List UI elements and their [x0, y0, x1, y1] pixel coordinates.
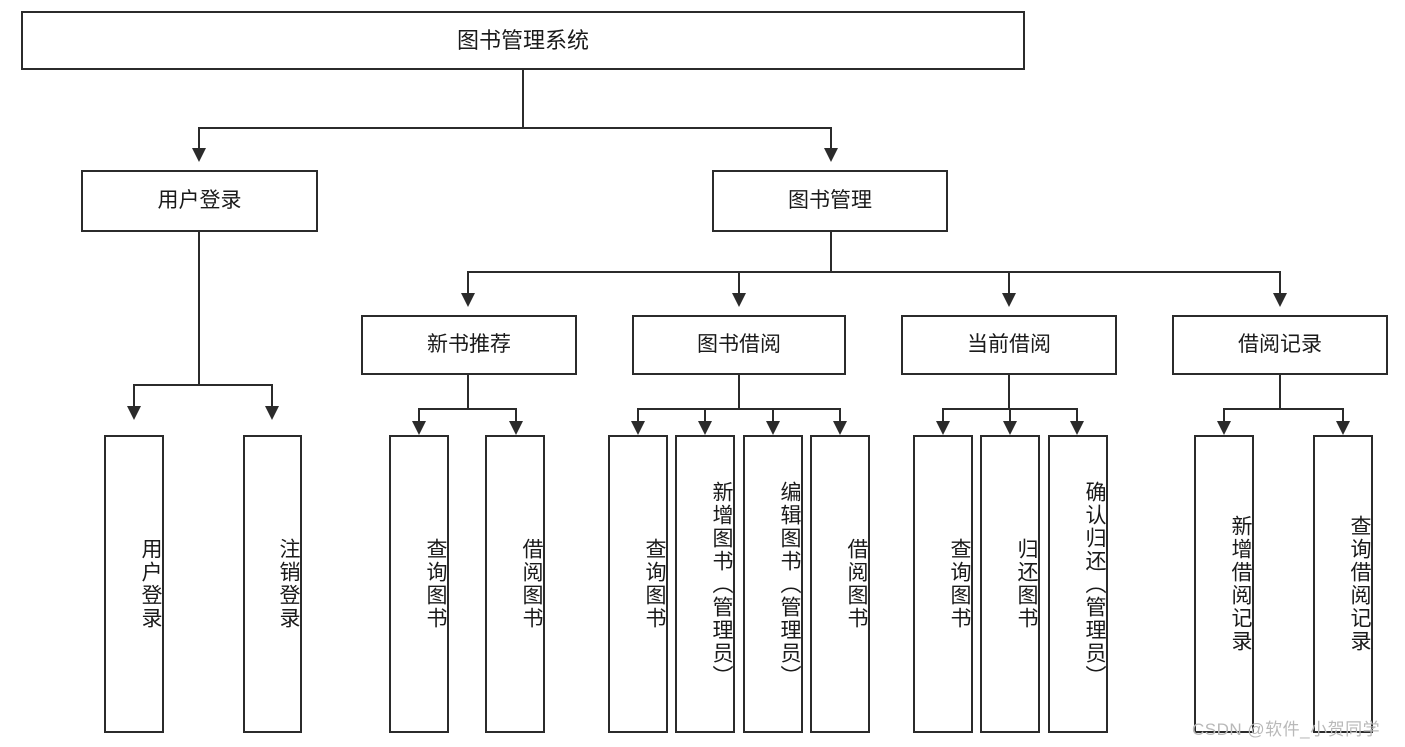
node-leaf-br-query-record-label: 查询借阅记录	[1348, 515, 1371, 653]
arrowhead-rec-borrow-book	[509, 421, 523, 435]
arrowhead-leaf-user-login	[127, 406, 141, 420]
node-leaf-rec-borrow-book[interactable]: 借阅图书	[485, 435, 545, 733]
connector-book-manage-trunk	[830, 232, 832, 272]
arrowhead-book-manage	[824, 148, 838, 162]
arrowhead-borrow-record	[1273, 293, 1287, 307]
connector-user-login-right	[271, 384, 273, 406]
node-current-borrow-label: 当前借阅	[967, 332, 1051, 356]
arrowhead-bb-add-book	[698, 421, 712, 435]
node-leaf-bb-query-book-label: 查询图书	[643, 538, 666, 630]
arrowhead-cb-query-book	[936, 421, 950, 435]
node-book-manage[interactable]: 图书管理	[712, 170, 948, 232]
node-leaf-br-add-record[interactable]: 新增借阅记录	[1194, 435, 1254, 733]
node-leaf-rec-query-book[interactable]: 查询图书	[389, 435, 449, 733]
arrowhead-br-add-record	[1217, 421, 1231, 435]
arrowhead-leaf-user-logout	[265, 406, 279, 420]
connector-root-to-book-manage	[830, 127, 832, 149]
arrowhead-new-book-rec	[461, 293, 475, 307]
arrowhead-cb-confirm-return	[1070, 421, 1084, 435]
node-leaf-bb-borrow-book-label: 借阅图书	[845, 538, 868, 630]
node-leaf-cb-confirm-return-label: 确认归还（管理员）	[1083, 480, 1106, 688]
node-borrow-record-label: 借阅记录	[1238, 332, 1322, 356]
connector-bm-to-new-book-rec	[467, 271, 469, 293]
arrowhead-br-query-record	[1336, 421, 1350, 435]
node-leaf-cb-query-book[interactable]: 查询图书	[913, 435, 973, 733]
connector-cb-1	[942, 408, 944, 422]
node-borrow-record[interactable]: 借阅记录	[1172, 315, 1388, 375]
node-leaf-bb-add-book-label: 新增图书（管理员）	[710, 480, 733, 688]
connector-root-bus	[198, 127, 832, 129]
arrowhead-cb-return-book	[1003, 421, 1017, 435]
node-root[interactable]: 图书管理系统	[21, 11, 1025, 70]
connector-bb-bus	[637, 408, 841, 410]
node-leaf-cb-return-book-label: 归还图书	[1015, 538, 1038, 630]
connector-nbr-left	[418, 408, 420, 422]
connector-cb-2	[1009, 408, 1011, 422]
node-book-manage-label: 图书管理	[788, 188, 872, 212]
node-leaf-rec-query-book-label: 查询图书	[424, 538, 447, 630]
connector-bb-2	[704, 408, 706, 422]
connector-root-to-user-login	[198, 127, 200, 149]
connector-root-trunk	[522, 70, 524, 128]
arrowhead-current-borrow	[1002, 293, 1016, 307]
connector-br-bus	[1223, 408, 1344, 410]
node-new-book-rec[interactable]: 新书推荐	[361, 315, 577, 375]
node-user-login[interactable]: 用户登录	[81, 170, 318, 232]
connector-cb-3	[1076, 408, 1078, 422]
connector-cb-trunk	[1008, 375, 1010, 409]
connector-nbr-trunk	[467, 375, 469, 409]
node-book-borrow-label: 图书借阅	[697, 332, 781, 356]
node-leaf-cb-confirm-return[interactable]: 确认归还（管理员）	[1048, 435, 1108, 733]
connector-bb-3	[772, 408, 774, 422]
node-leaf-cb-query-book-label: 查询图书	[948, 538, 971, 630]
node-leaf-cb-return-book[interactable]: 归还图书	[980, 435, 1040, 733]
connector-bm-to-current-borrow	[1008, 271, 1010, 293]
connector-br-1	[1223, 408, 1225, 422]
node-book-borrow[interactable]: 图书借阅	[632, 315, 846, 375]
connector-user-login-trunk	[198, 232, 200, 385]
connector-bb-trunk	[738, 375, 740, 409]
node-current-borrow[interactable]: 当前借阅	[901, 315, 1117, 375]
connector-bb-4	[839, 408, 841, 422]
connector-bb-1	[637, 408, 639, 422]
connector-user-login-left	[133, 384, 135, 406]
node-leaf-user-logout[interactable]: 注销登录	[243, 435, 302, 733]
arrowhead-bb-borrow-book	[833, 421, 847, 435]
connector-bm-to-book-borrow	[738, 271, 740, 293]
node-leaf-bb-edit-book[interactable]: 编辑图书（管理员）	[743, 435, 803, 733]
arrowhead-bb-edit-book	[766, 421, 780, 435]
node-leaf-user-login-label: 用户登录	[139, 538, 162, 630]
connector-br-2	[1342, 408, 1344, 422]
node-user-login-label: 用户登录	[157, 188, 242, 212]
connector-book-manage-bus	[467, 271, 1279, 273]
connector-nbr-bus	[418, 408, 517, 410]
node-leaf-bb-add-book[interactable]: 新增图书（管理员）	[675, 435, 735, 733]
node-new-book-rec-label: 新书推荐	[427, 332, 511, 356]
connector-br-trunk	[1279, 375, 1281, 409]
node-root-label: 图书管理系统	[456, 27, 589, 53]
node-leaf-bb-edit-book-label: 编辑图书（管理员）	[778, 480, 801, 688]
node-leaf-rec-borrow-book-label: 借阅图书	[520, 538, 543, 630]
node-leaf-br-add-record-label: 新增借阅记录	[1229, 515, 1252, 653]
node-leaf-user-login[interactable]: 用户登录	[104, 435, 164, 733]
node-leaf-bb-borrow-book[interactable]: 借阅图书	[810, 435, 870, 733]
node-leaf-bb-query-book[interactable]: 查询图书	[608, 435, 668, 733]
connector-bm-to-borrow-record	[1279, 271, 1281, 293]
node-leaf-user-logout-label: 注销登录	[277, 538, 300, 630]
arrowhead-book-borrow	[732, 293, 746, 307]
arrowhead-rec-query-book	[412, 421, 426, 435]
arrowhead-bb-query-book	[631, 421, 645, 435]
node-leaf-br-query-record[interactable]: 查询借阅记录	[1313, 435, 1373, 733]
connector-nbr-right	[515, 408, 517, 422]
connector-user-login-bus	[133, 384, 272, 386]
arrowhead-user-login	[192, 148, 206, 162]
